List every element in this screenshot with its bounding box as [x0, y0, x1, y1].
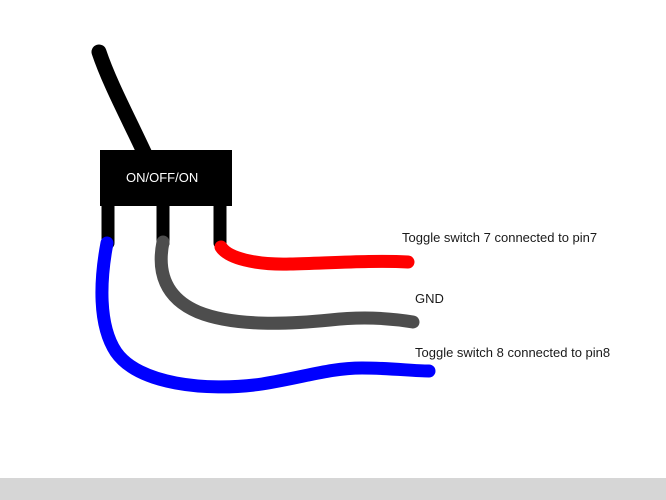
wire-pin7 [214, 240, 415, 271]
label-gnd: GND [415, 291, 444, 306]
toggle-lever [91, 44, 158, 173]
label-toggle-switch-8: Toggle switch 8 connected to pin8 [415, 345, 611, 360]
wire-gnd [154, 235, 420, 330]
label-toggle-switch-7: Toggle switch 7 connected to pin7 [402, 230, 598, 245]
switch-body [100, 150, 232, 206]
bottom-strip [0, 478, 666, 500]
switch-mode-label: ON/OFF/ON [126, 170, 199, 185]
wire-pin8 [95, 236, 436, 394]
